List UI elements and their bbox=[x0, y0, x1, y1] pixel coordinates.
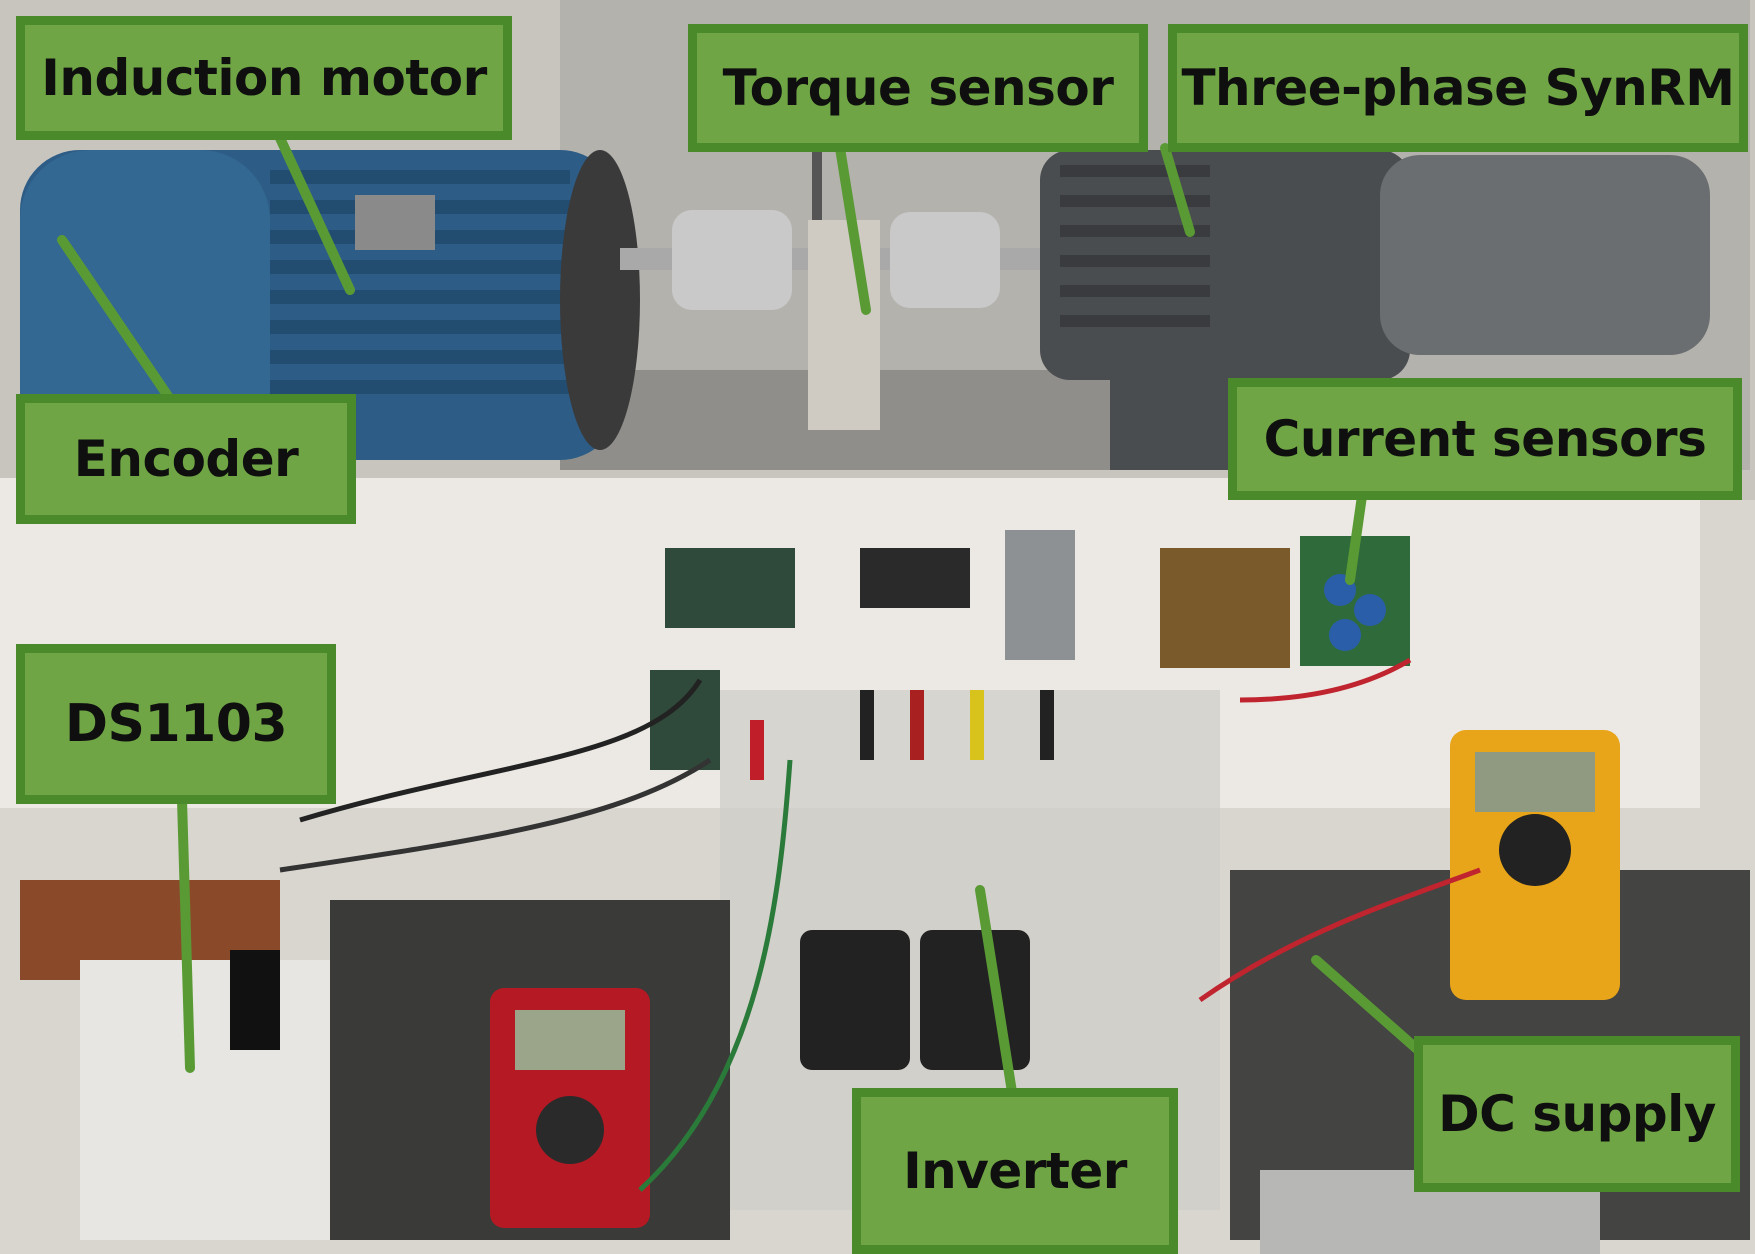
label-inverter: Inverter bbox=[852, 1088, 1178, 1254]
synrm-body bbox=[1040, 150, 1710, 470]
cables bbox=[279, 657, 1481, 1192]
panel-electronics bbox=[650, 530, 1410, 770]
leader-lines bbox=[57, 133, 1423, 1097]
leader-current-sensors bbox=[1345, 491, 1367, 585]
leader-ds1103 bbox=[177, 795, 195, 1073]
leader-dc-supply bbox=[1311, 955, 1423, 1055]
shaft-assembly bbox=[620, 150, 1050, 430]
leader-encoder bbox=[57, 235, 177, 407]
label-encoder: Encoder bbox=[16, 394, 356, 524]
label-induction-motor: Induction motor bbox=[16, 16, 512, 140]
yellow-multimeter bbox=[1450, 730, 1620, 1000]
leader-inverter bbox=[975, 885, 1017, 1097]
label-ds1103: DS1103 bbox=[16, 644, 336, 804]
red-multimeter bbox=[490, 988, 650, 1228]
label-torque-sensor: Torque sensor bbox=[688, 24, 1148, 152]
leader-torque-sensor bbox=[835, 143, 871, 315]
ds1103-connector-panel bbox=[20, 880, 330, 1240]
leader-synrm bbox=[1160, 143, 1195, 237]
label-dc-supply: DC supply bbox=[1414, 1036, 1740, 1192]
leader-induction-motor bbox=[275, 133, 355, 295]
label-three-phase-synrm: Three-phase SynRM bbox=[1168, 24, 1748, 152]
label-current-sensors: Current sensors bbox=[1228, 378, 1742, 500]
